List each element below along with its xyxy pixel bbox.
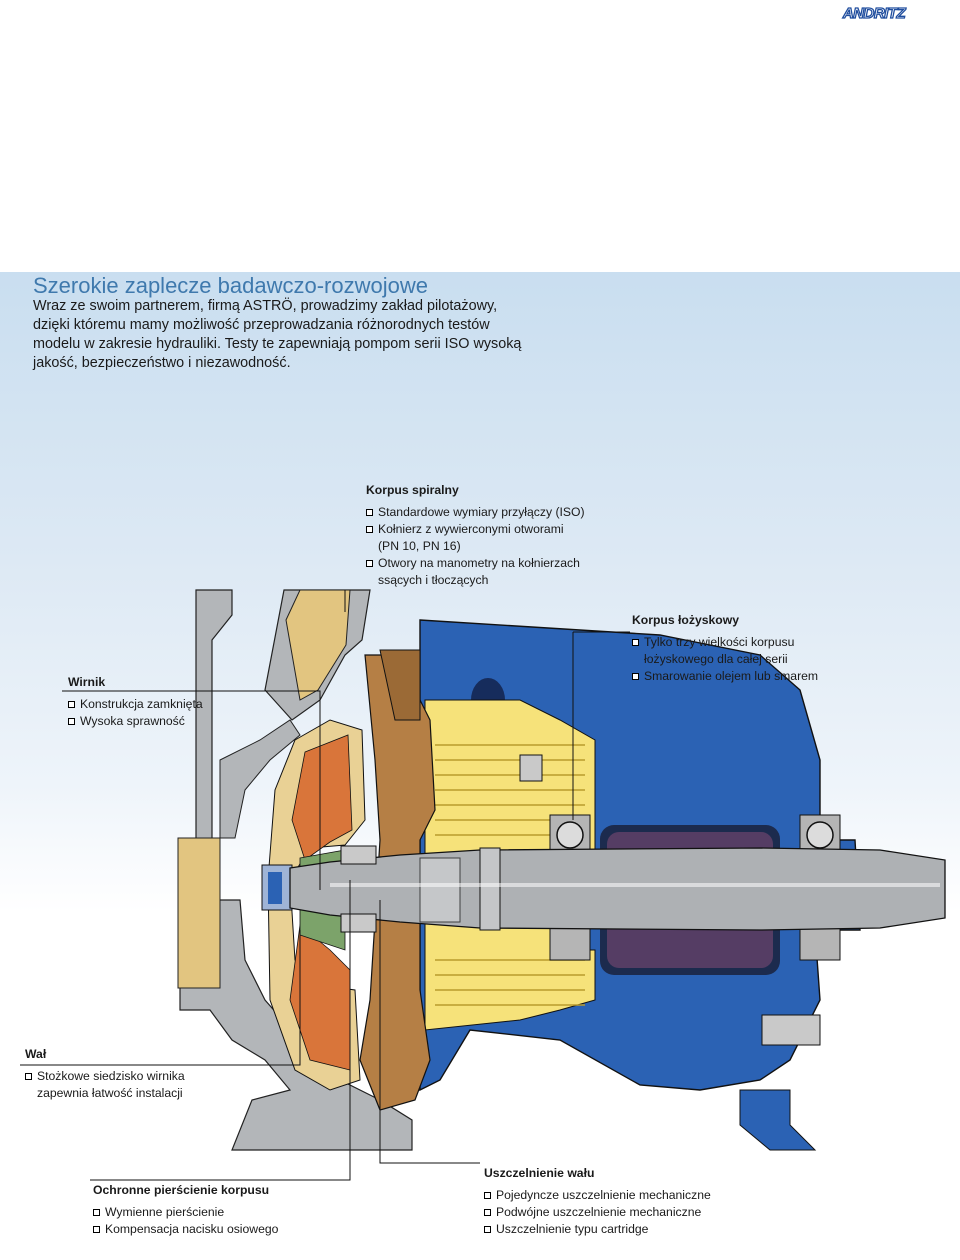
callout-item: Pojedyncze uszczelnienie mechaniczne bbox=[484, 1187, 764, 1204]
callout-item: Standardowe wymiary przyłączy (ISO) bbox=[366, 504, 646, 521]
callout-item: Kompensacja nacisku osiowego bbox=[93, 1221, 333, 1238]
callout-title: Wirnik bbox=[68, 675, 106, 689]
callout-item: Otwory na manometry na kołnierzach bbox=[366, 555, 646, 572]
callout-item-cont: (PN 10, PN 16) bbox=[378, 539, 461, 553]
callout-pierscienie: Ochronne pierścienie korpusu Wymienne pi… bbox=[93, 1182, 333, 1238]
callout-item: Wysoka sprawność bbox=[68, 713, 268, 730]
callout-title: Korpus łożyskowy bbox=[632, 613, 740, 627]
callout-item: Uszczelnienie typu cartridge bbox=[484, 1221, 764, 1238]
callout-item: Podwójne uszczelnienie mechaniczne bbox=[484, 1204, 764, 1221]
callout-item: Konstrukcja zamknięta bbox=[68, 696, 268, 713]
callout-korpus-lozyskowy: Korpus łożyskowy Tylko trzy wielkości ko… bbox=[632, 612, 892, 685]
callout-uszczelnienie: Uszczelnienie wału Pojedyncze uszczelnie… bbox=[484, 1165, 764, 1238]
callout-item: Smarowanie olejem lub smarem bbox=[632, 668, 892, 685]
callout-title: Uszczelnienie wału bbox=[484, 1166, 595, 1180]
svg-text:ANDRITZ: ANDRITZ bbox=[842, 5, 907, 20]
callout-item-cont: łożyskowego dla całej serii bbox=[644, 652, 788, 666]
callout-item-cont: ssących i tłoczących bbox=[378, 573, 489, 587]
callout-item-cont: zapewnia łatwość instalacji bbox=[37, 1086, 183, 1100]
leader-lines bbox=[20, 590, 630, 1181]
callout-title: Ochronne pierścienie korpusu bbox=[93, 1183, 270, 1197]
shaft bbox=[289, 845, 946, 933]
andritz-logo: ANDRITZ bbox=[841, 4, 907, 20]
callout-wirnik: Wirnik Konstrukcja zamknięta Wysoka spra… bbox=[68, 674, 268, 730]
callout-korpus-spiralny: Korpus spiralny Standardowe wymiary przy… bbox=[366, 482, 646, 589]
callout-title: Wał bbox=[25, 1047, 47, 1061]
callout-item: Wymienne pierścienie bbox=[93, 1204, 333, 1221]
callout-wal: Wał Stożkowe siedzisko wirnika zapewnia … bbox=[25, 1046, 245, 1102]
callout-item: Kołnierz z wywierconymi otworami bbox=[366, 521, 646, 538]
callout-title: Korpus spiralny bbox=[366, 483, 459, 497]
callout-item: Stożkowe siedzisko wirnika bbox=[25, 1068, 245, 1085]
intro-paragraph: Wraz ze swoim partnerem, firmą ASTRÖ, pr… bbox=[33, 298, 522, 371]
page-title: Szerokie zaplecze badawczo-rozwojowe bbox=[33, 273, 428, 298]
volute-casing bbox=[177, 589, 413, 1151]
callout-item: Tylko trzy wielkości korpusu bbox=[632, 634, 892, 651]
